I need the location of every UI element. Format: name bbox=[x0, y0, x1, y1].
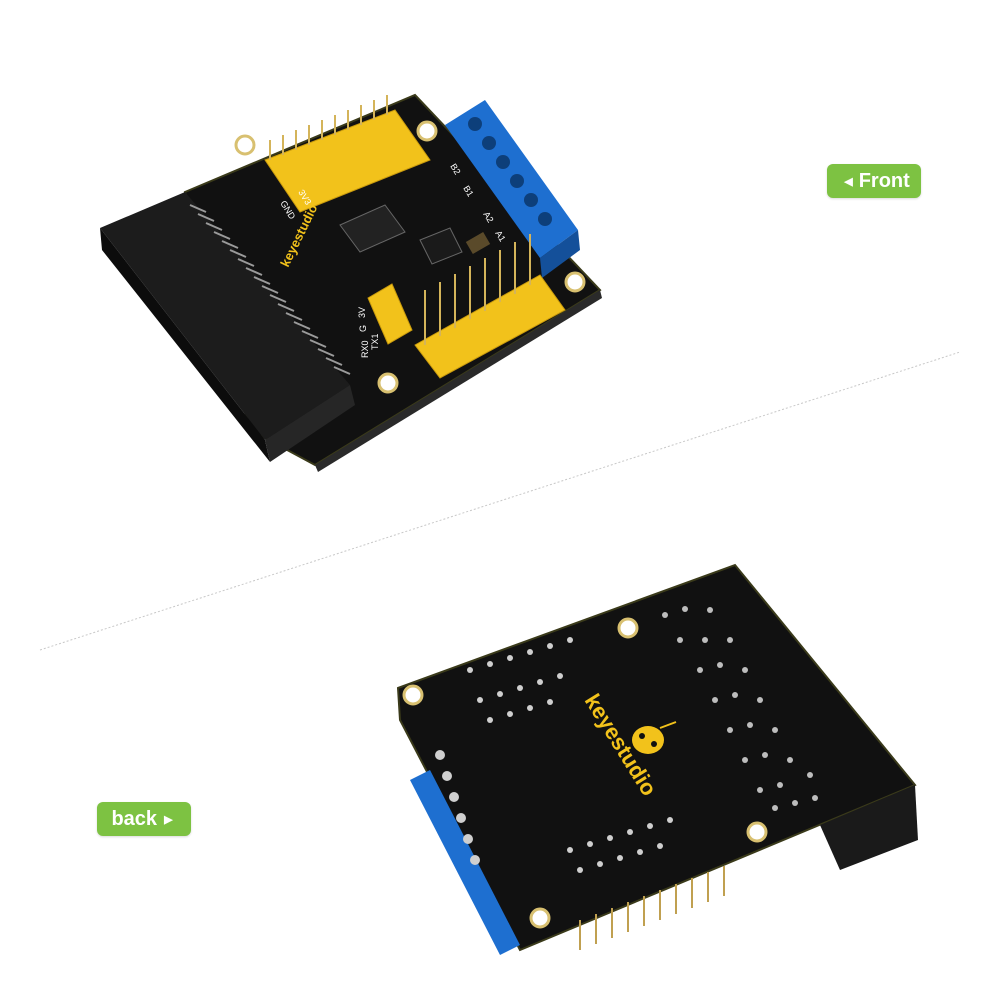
pin-label: RX0 bbox=[360, 340, 370, 358]
front-label-text: Front bbox=[858, 169, 910, 192]
back-brand-text: keyestudio bbox=[580, 689, 662, 800]
pin-label: TX1 bbox=[370, 333, 380, 350]
back-label-text: back bbox=[111, 807, 158, 830]
pin-label: B1 bbox=[461, 184, 475, 199]
pin-label: 3V bbox=[357, 307, 367, 318]
ladybug-logo bbox=[632, 721, 677, 754]
pin-label: B2 bbox=[448, 162, 462, 177]
blue-terminal-block bbox=[445, 100, 580, 278]
pin-label: G bbox=[358, 325, 368, 332]
ic-chip bbox=[419, 227, 463, 265]
ic-chip bbox=[339, 204, 406, 253]
back-pcb bbox=[396, 563, 917, 952]
back-label-badge: back ▶ bbox=[97, 802, 191, 836]
right-arrow-icon: ▶ bbox=[164, 813, 173, 826]
edge-connector bbox=[100, 192, 355, 462]
left-arrow-icon: ◀ bbox=[844, 175, 853, 188]
bottom-yellow-header bbox=[414, 234, 566, 379]
small-yellow-connector bbox=[367, 283, 413, 345]
front-label-badge: ◀ Front bbox=[827, 164, 921, 198]
pin-label: A2 bbox=[481, 210, 495, 225]
top-yellow-header bbox=[264, 95, 431, 213]
pin-label: A1 bbox=[493, 229, 507, 244]
